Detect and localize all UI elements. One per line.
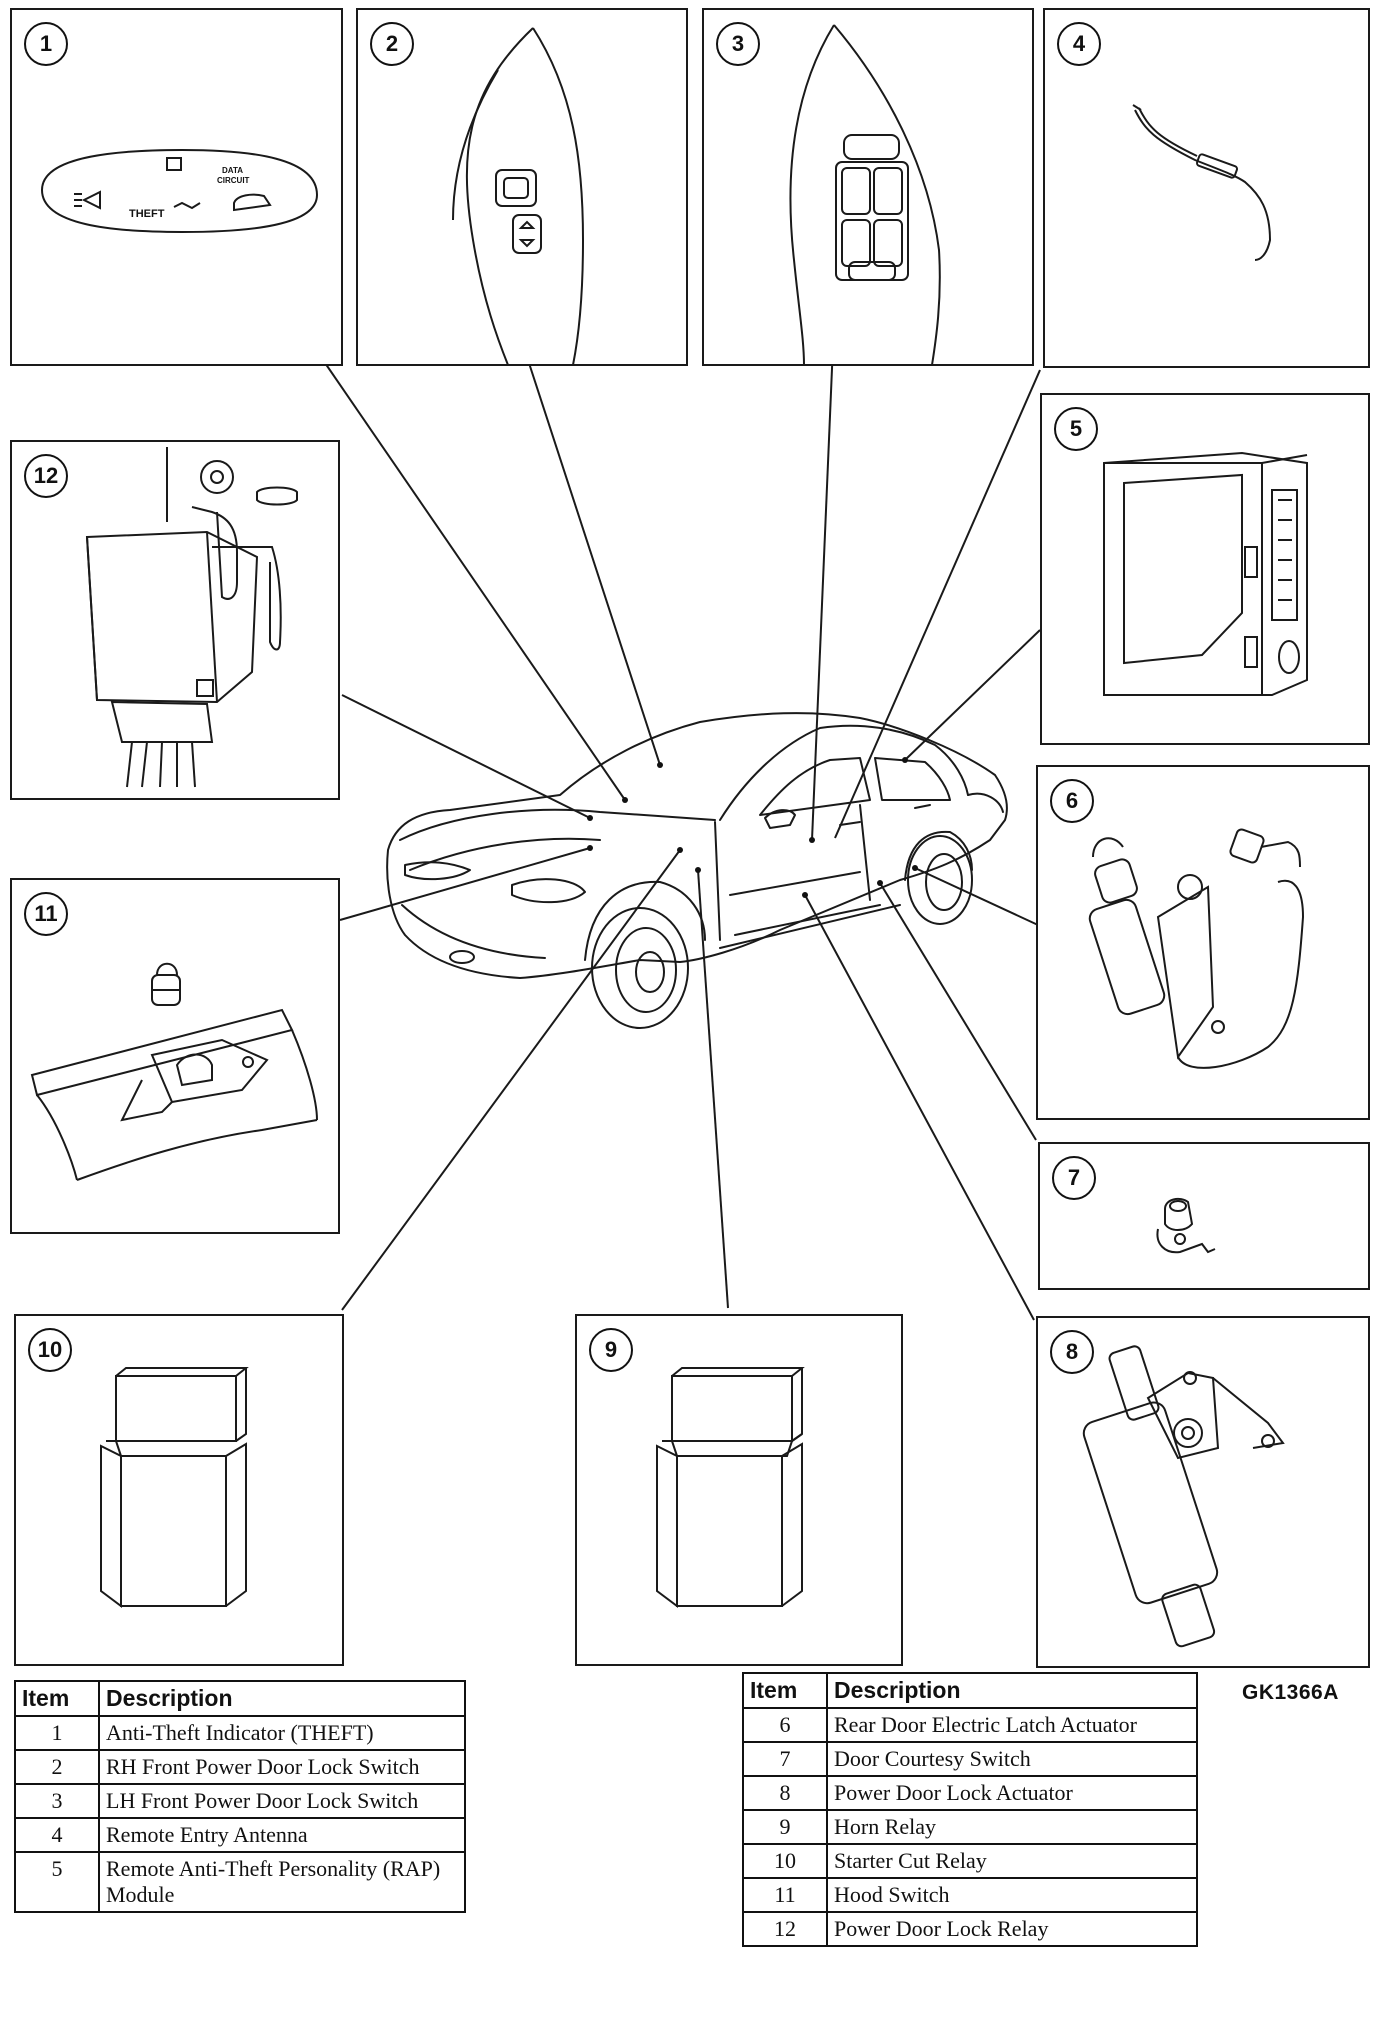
starter-relay-illustration (100, 1367, 249, 1608)
panel-3-lh-front-lock-switch: 3 (702, 8, 1034, 366)
panel-9-horn-relay: 9 (575, 1314, 903, 1666)
item-number: 6 (742, 1707, 828, 1743)
lock-relay-illustration (85, 447, 298, 788)
legend-header-row: Item Description (742, 1672, 1198, 1709)
antenna-illustration (1132, 104, 1272, 261)
item-number: 2 (14, 1749, 100, 1785)
panel-8-power-door-lock-actuator: 8 (1036, 1316, 1370, 1668)
item-number: 1 (14, 1715, 100, 1751)
callout-12: 12 (24, 454, 68, 498)
panel-4-remote-entry-antenna: 4 (1043, 8, 1370, 368)
figure-reference-code: GK1366A (1242, 1681, 1339, 1704)
horn-relay-illustration (656, 1367, 805, 1608)
data-indicator-label: DATA (222, 166, 243, 175)
item-description: Anti-Theft Indicator (THEFT) (98, 1715, 466, 1751)
item-number: 4 (14, 1817, 100, 1853)
lh-door-switch-illustration (789, 24, 941, 366)
header-item: Item (14, 1680, 100, 1717)
item-description: Hood Switch (826, 1877, 1198, 1913)
item-description: Door Courtesy Switch (826, 1741, 1198, 1777)
item-description: Rear Door Electric Latch Actuator (826, 1707, 1198, 1743)
item-number: 9 (742, 1809, 828, 1845)
courtesy-switch-illustration (1156, 1197, 1216, 1254)
callout-6: 6 (1050, 779, 1094, 823)
circuit-indicator-label: CIRCUIT (217, 176, 250, 185)
item-description: RH Front Power Door Lock Switch (98, 1749, 466, 1785)
panel-7-door-courtesy-switch: 7 (1038, 1142, 1370, 1290)
item-description: Remote Anti-Theft Personality (RAP) Modu… (98, 1851, 466, 1913)
legend-header-row: Item Description (14, 1680, 466, 1717)
panel-10-starter-cut-relay: 10 (14, 1314, 344, 1666)
panel-11-hood-switch: 11 (10, 878, 340, 1234)
item-number: 12 (742, 1911, 828, 1947)
header-description: Description (98, 1680, 466, 1717)
header-description: Description (826, 1672, 1198, 1709)
callout-9: 9 (589, 1328, 633, 1372)
callout-2: 2 (370, 22, 414, 66)
rh-door-switch-illustration (452, 27, 585, 366)
header-item: Item (742, 1672, 828, 1709)
lock-actuator-illustration (1082, 1345, 1285, 1648)
callout-10: 10 (28, 1328, 72, 1372)
item-number: 5 (14, 1851, 100, 1913)
panel-6-rear-door-latch-actuator: 6 (1036, 765, 1370, 1120)
panel-5-rap-module: 5 (1040, 393, 1370, 745)
panel-2-rh-front-lock-switch: 2 (356, 8, 688, 366)
rap-module-illustration (1103, 451, 1308, 696)
item-description: Remote Entry Antenna (98, 1817, 466, 1853)
item-number: 7 (742, 1741, 828, 1777)
callout-8: 8 (1050, 1330, 1094, 1374)
item-description: Horn Relay (826, 1809, 1198, 1845)
callout-5: 5 (1054, 407, 1098, 451)
item-description: LH Front Power Door Lock Switch (98, 1783, 466, 1819)
latch-actuator-illustration (1088, 828, 1305, 1069)
callout-3: 3 (716, 22, 760, 66)
item-number: 3 (14, 1783, 100, 1819)
item-description: Power Door Lock Actuator (826, 1775, 1198, 1811)
callout-7: 7 (1052, 1156, 1096, 1200)
theft-indicator-label: THEFT (129, 208, 165, 220)
item-description: Starter Cut Relay (826, 1843, 1198, 1879)
callout-4: 4 (1057, 22, 1101, 66)
item-number: 10 (742, 1843, 828, 1879)
anti-theft-indicator-illustration: THEFT DATA CIRCUIT (40, 148, 319, 234)
panel-1-anti-theft-indicator: THEFT DATA CIRCUIT 1 (10, 8, 343, 366)
panel-12-power-door-lock-relay: 12 (10, 440, 340, 800)
callout-11: 11 (24, 892, 68, 936)
item-description: Power Door Lock Relay (826, 1911, 1198, 1947)
hood-switch-illustration (30, 962, 318, 1181)
item-number: 8 (742, 1775, 828, 1811)
item-number: 11 (742, 1877, 828, 1913)
callout-1: 1 (24, 22, 68, 66)
